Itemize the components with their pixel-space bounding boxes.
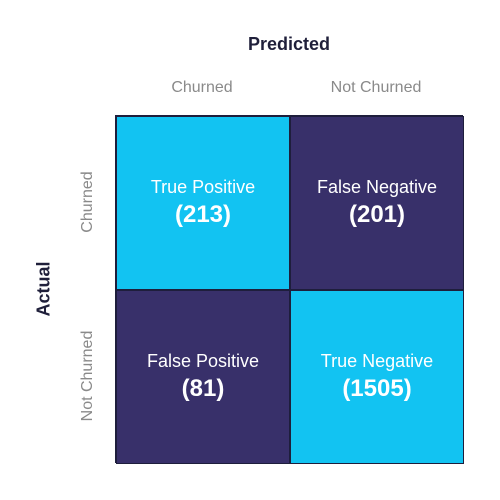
matrix-grid: True Positive (213) False Negative (201)… [115, 115, 464, 464]
cell-count: (201) [348, 201, 406, 228]
x-tick-not-churned: Not Churned [330, 79, 422, 96]
cell-label: True Positive [150, 177, 256, 197]
y-tick-churned: Churned [79, 171, 96, 233]
cell-count: (1505) [342, 375, 412, 402]
cell-label: False Positive [146, 351, 260, 371]
x-tick-churned: Churned [171, 79, 233, 96]
x-axis-title: Predicted [247, 34, 331, 54]
y-tick-not-churned: Not Churned [79, 330, 96, 422]
cell-count: (213) [174, 201, 232, 228]
cell-label: True Negative [320, 351, 434, 371]
cell-true-positive: True Positive (213) [116, 116, 290, 290]
cell-label: False Negative [316, 177, 438, 197]
y-axis-title: Actual [33, 261, 54, 317]
cell-count: (81) [181, 375, 225, 402]
cell-false-positive: False Positive (81) [116, 290, 290, 464]
cell-true-negative: True Negative (1505) [290, 290, 464, 464]
cell-false-negative: False Negative (201) [290, 116, 464, 290]
